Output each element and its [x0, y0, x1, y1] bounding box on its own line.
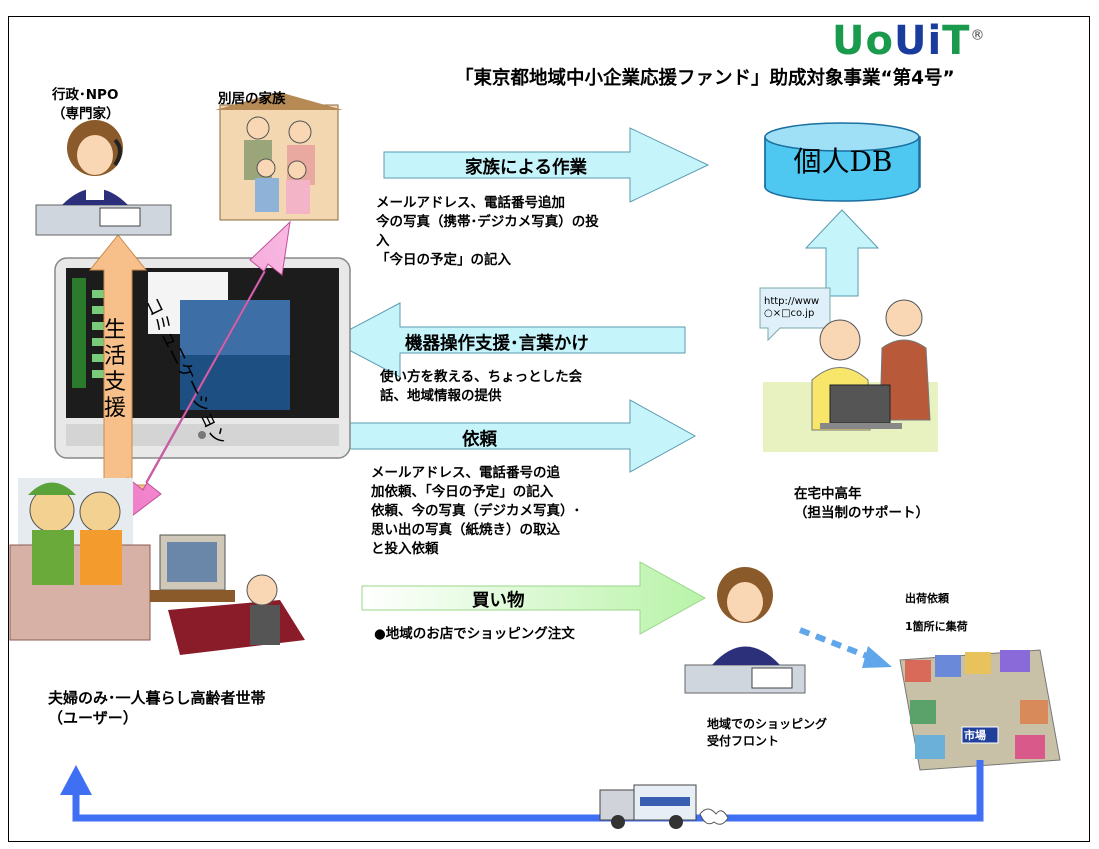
delivery-return-line [72, 760, 984, 822]
market-town-illustration [899, 649, 1061, 771]
family-work-label: 家族による作業 [465, 158, 587, 178]
shopping-front-label: 地域でのショッピング 受付フロント [707, 717, 828, 748]
senior-computer-illustration [759, 287, 938, 452]
upload-arrow [804, 209, 880, 297]
life-support-label: 生活支援 [104, 318, 127, 421]
request-label: 依頼 [462, 430, 497, 450]
personal-db-label: 個人DB [793, 145, 893, 178]
screen-url-text: http://www ○×□co.jp [764, 296, 820, 319]
request-arrow [349, 399, 697, 473]
delivery-truck-icon [599, 784, 729, 829]
family-illustration [215, 92, 343, 221]
shopping-operator-illustration [684, 567, 806, 694]
personal-db-cylinder [764, 122, 921, 202]
delivery-return-arrowhead [60, 765, 92, 795]
shopping-arrow [361, 561, 707, 635]
diagram-frame [8, 16, 1090, 842]
elderly-couple-illustration [9, 478, 151, 641]
device-support-label: 機器操作支援･言葉かけ [405, 334, 589, 354]
admin-operator-illustration [35, 120, 172, 236]
shopping-details: ●地域のお店でショッピング注文 [374, 626, 575, 642]
request-details: メールアドレス、電話番号の追 加依頼、「今日の予定」の記入 依頼、今の写真（デジ… [371, 465, 581, 557]
man-with-tv-illustration [150, 534, 305, 655]
admin-npo-label: 行政･NPO （専門家） [52, 87, 120, 122]
elderly-user-label: 夫婦のみ･一人暮らし高齢者世帯 （ユーザー） [48, 689, 266, 727]
device-support-arrow [328, 302, 686, 378]
shipping-request-label: 出荷依頼 [905, 592, 949, 605]
device-support-details: 使い方を教える、ちょっとした会 話、地域情報の提供 [380, 369, 583, 404]
communication-arrow [119, 220, 291, 527]
family-work-details: メールアドレス、電話番号追加 今の写真（携帯･デジカメ写真）の投 入 「今日の予… [376, 195, 599, 268]
family-work-arrow [383, 127, 710, 203]
shopping-label: 買い物 [472, 591, 525, 611]
shipping-consolidate-label: 1箇所に集荷 [905, 620, 968, 633]
separate-family-label: 別居の家族 [218, 91, 286, 107]
home-senior-label: 在宅中高年 （担当制のサポート） [794, 486, 929, 521]
uouit-logo: UoUiT® [832, 18, 986, 64]
subsidy-title: 「東京都地域中小企業応援ファンド」助成対象事業“第4号” [455, 68, 955, 89]
market-sign: 市場 [964, 729, 986, 742]
shipping-dotted-arrow [798, 627, 874, 661]
